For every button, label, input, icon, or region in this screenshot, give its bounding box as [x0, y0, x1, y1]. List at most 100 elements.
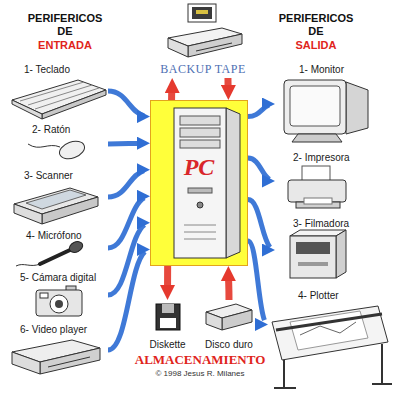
keyboard-side	[12, 100, 42, 119]
video-player-side	[12, 352, 40, 374]
film-recorder-art	[290, 230, 346, 278]
section-heading: PERIFERICOS DE	[24, 12, 106, 38]
tower-vent	[184, 232, 216, 233]
drive-bay	[180, 128, 220, 137]
video-player-front	[40, 348, 100, 374]
hard-disk-art	[206, 304, 252, 330]
storage-arrow	[225, 266, 233, 300]
tower-side	[226, 108, 240, 258]
monitor-body	[284, 80, 346, 134]
film-recorder-side	[336, 230, 346, 278]
plotter-leg	[381, 344, 383, 384]
input-device: 2- Ratón	[8, 122, 108, 166]
section-heading: ALMACENAMIENTO	[120, 352, 280, 367]
plotter-foot	[274, 387, 296, 389]
monitor-screen	[290, 86, 340, 126]
node-label: 2- Impresora	[293, 152, 350, 164]
drive-bay	[180, 116, 220, 125]
power-button	[197, 202, 203, 208]
keyboard-front	[42, 90, 106, 119]
data-flow-arrow	[108, 141, 150, 147]
node-label: PC	[184, 154, 215, 180]
node-label: Diskette	[149, 339, 185, 350]
tape-icon-inner	[192, 7, 212, 19]
key-row	[35, 88, 99, 109]
data-flow-arrow	[108, 196, 150, 248]
camera-art	[36, 286, 82, 316]
data-flow-arrow	[108, 249, 150, 350]
node-label: 1- Teclado	[24, 64, 70, 76]
camera-lens-inner	[55, 300, 63, 308]
node-label: 4- Plotter	[298, 290, 339, 302]
key-row	[28, 85, 92, 105]
node-label: 4- Micrófono	[26, 230, 82, 242]
data-flow-arrow	[108, 170, 150, 197]
camera-body	[36, 290, 82, 316]
video-player-art	[12, 340, 100, 374]
node-label: 3- Filmadora	[293, 218, 349, 230]
node-label: 6- Video player	[20, 324, 87, 336]
microphone-head	[68, 240, 85, 255]
floppy-slot	[188, 188, 212, 193]
printer-art	[288, 166, 346, 208]
monitor-base	[292, 134, 342, 142]
microphone-handle	[40, 250, 70, 264]
drive-bay	[180, 140, 220, 148]
tape-drive-art	[168, 4, 242, 57]
plotter-art	[272, 306, 392, 388]
tower-front	[174, 108, 226, 258]
connector-group	[108, 78, 275, 350]
tape-icon-label	[196, 10, 208, 14]
tape-drive-side	[168, 38, 188, 57]
data-flow-arrow	[248, 104, 275, 117]
film-recorder-slot	[298, 262, 328, 266]
camera-lens	[50, 295, 68, 313]
tower-vent	[184, 225, 216, 226]
key-row	[20, 82, 84, 101]
data-flow-arrow	[248, 241, 268, 324]
monitor-side	[346, 82, 368, 134]
hard-disk-front	[222, 310, 252, 330]
plotter-leg	[283, 358, 285, 388]
section-heading: SALIDA	[275, 39, 357, 52]
section-heading: ENTRADA	[24, 39, 106, 52]
microphone-cable	[16, 264, 40, 266]
diskette-shutter	[162, 304, 174, 313]
video-player-slot	[48, 357, 90, 367]
node-label: Disco duro	[205, 339, 253, 350]
mouse-body	[57, 138, 87, 162]
node-label: 1- Monitor	[299, 64, 344, 76]
diskette-art	[156, 304, 180, 330]
scanner-art	[14, 188, 98, 224]
input-device: 4- Micrófono	[8, 228, 108, 268]
tower-vent	[184, 239, 216, 240]
hard-disk-side	[206, 312, 222, 330]
section-heading: PERIFERICOS DE	[275, 12, 357, 38]
storage-arrow	[168, 78, 176, 100]
monitor-art	[284, 80, 368, 142]
tape-slot	[196, 43, 232, 51]
plotter-bed	[272, 306, 388, 360]
film-recorder-panel	[296, 242, 330, 254]
plotter-foot	[372, 383, 392, 385]
camera-flash	[40, 293, 48, 298]
diskette-body	[156, 304, 180, 330]
printer-output	[304, 198, 332, 204]
storage-arrow	[164, 266, 171, 300]
microphone-art	[16, 240, 84, 266]
data-flow-arrow	[108, 91, 150, 117]
plotter-carriage	[276, 314, 382, 330]
node-label: 5- Cámara digital	[20, 272, 96, 284]
tape-drive-front	[188, 34, 242, 57]
data-flow-arrow	[108, 223, 150, 295]
node-label: 2- Ratón	[32, 124, 70, 136]
data-flow-arrow	[248, 158, 275, 181]
mouse-cable	[28, 144, 60, 147]
scanner-side	[14, 204, 42, 224]
node-label: BACKUP TAPE	[160, 62, 246, 76]
tape-icon	[188, 4, 216, 22]
diskette-label	[160, 318, 176, 328]
keyboard-art	[12, 80, 106, 119]
